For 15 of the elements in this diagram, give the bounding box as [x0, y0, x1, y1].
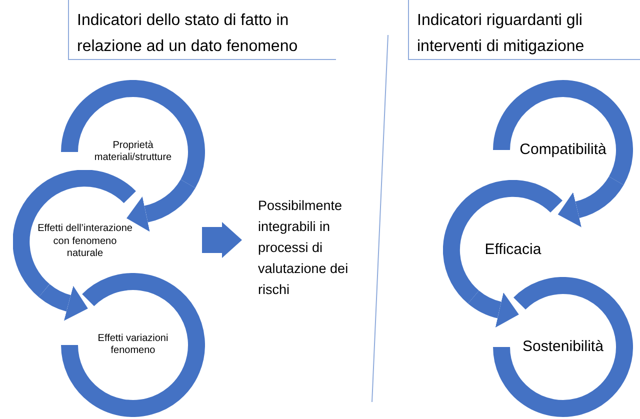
cycle-label: Efficacia — [484, 240, 542, 260]
cycle-label: Sostenibilità — [522, 338, 604, 356]
cycle-label: Compatibilità — [520, 140, 606, 160]
heading-box — [68, 0, 336, 60]
cycle-label: Effetti variazioni fenomeno — [96, 332, 170, 358]
arrow — [126, 179, 196, 232]
cycle-label: Proprietà materiali/strutture — [93, 140, 173, 164]
arrow — [468, 290, 519, 328]
section-heading: Indicatori dello stato di fatto in relazione ad un dato fenomeno — [77, 11, 299, 57]
note-text: Possibilmente integrabili in processi di valutazione dei rischi — [258, 197, 350, 299]
cycle-label: Effetti dell’interazione con fenomeno naturale — [37, 223, 133, 261]
arrow — [202, 222, 242, 258]
arrow — [39, 284, 88, 320]
heading-box — [408, 0, 640, 60]
section-heading: Indicatori riguardanti gli interventi di mitigazione — [417, 11, 586, 57]
